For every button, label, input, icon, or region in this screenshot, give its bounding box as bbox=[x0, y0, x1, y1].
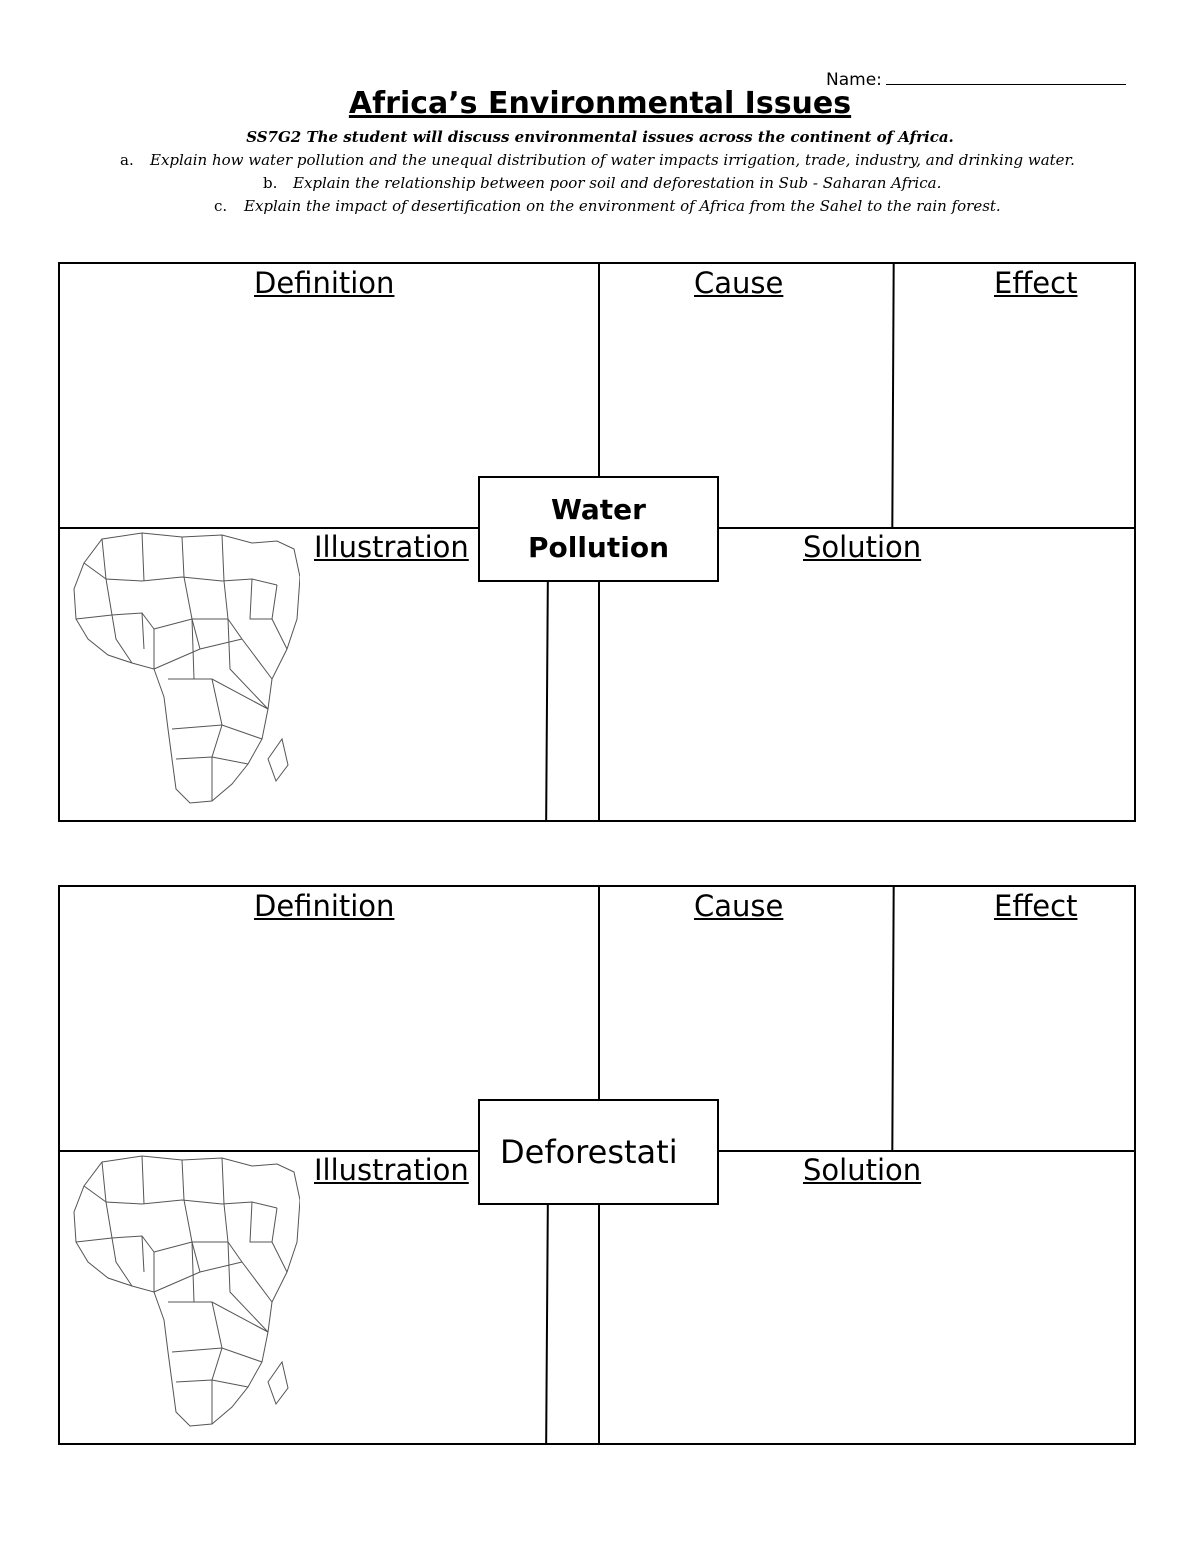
cause-header: Cause bbox=[694, 889, 784, 923]
objective-letter: a. bbox=[120, 151, 134, 169]
cause-effect-divider bbox=[891, 886, 895, 1152]
definition-header: Definition bbox=[254, 889, 395, 923]
definition-header: Definition bbox=[254, 266, 395, 300]
name-label: Name: bbox=[826, 70, 882, 90]
objective-a: a. Explain how water pollution and the un… bbox=[120, 151, 1075, 169]
illustration-divider bbox=[545, 1202, 549, 1444]
topic-box: Water Pollution bbox=[478, 476, 719, 582]
objective-letter: c. bbox=[214, 197, 228, 215]
effect-header: Effect bbox=[994, 889, 1078, 923]
illustration-divider bbox=[545, 579, 549, 821]
objective-letter: b. bbox=[263, 174, 278, 192]
name-field[interactable]: Name: bbox=[826, 70, 1126, 90]
graphic-organizer-deforestation: Definition Cause Effect Illustration Sol… bbox=[58, 885, 1136, 1445]
name-blank-line[interactable] bbox=[885, 70, 1126, 85]
standard-text: SS7G2 The student will discuss environme… bbox=[246, 128, 954, 146]
illustration-header: Illustration bbox=[314, 1153, 469, 1187]
africa-map-icon bbox=[73, 532, 300, 804]
cause-header: Cause bbox=[694, 266, 784, 300]
effect-header: Effect bbox=[994, 266, 1078, 300]
illustration-header: Illustration bbox=[314, 530, 469, 564]
objective-b: b. Explain the relationship between poor … bbox=[263, 174, 941, 192]
objective-text: Explain the impact of desertification on… bbox=[244, 197, 1001, 215]
objective-text: Explain how water pollution and the uneq… bbox=[150, 151, 1075, 169]
topic-box: Deforestati bbox=[478, 1099, 719, 1205]
solution-header: Solution bbox=[803, 530, 922, 564]
page-title: Africa’s Environmental Issues bbox=[348, 86, 852, 121]
graphic-organizer-water-pollution: Definition Cause Effect Illustration Sol… bbox=[58, 262, 1136, 822]
africa-map-icon bbox=[73, 1155, 300, 1427]
objective-c: c. Explain the impact of desertification … bbox=[214, 197, 1001, 215]
solution-header: Solution bbox=[803, 1153, 922, 1187]
objective-text: Explain the relationship between poor so… bbox=[293, 174, 942, 192]
cause-effect-divider bbox=[891, 263, 895, 529]
